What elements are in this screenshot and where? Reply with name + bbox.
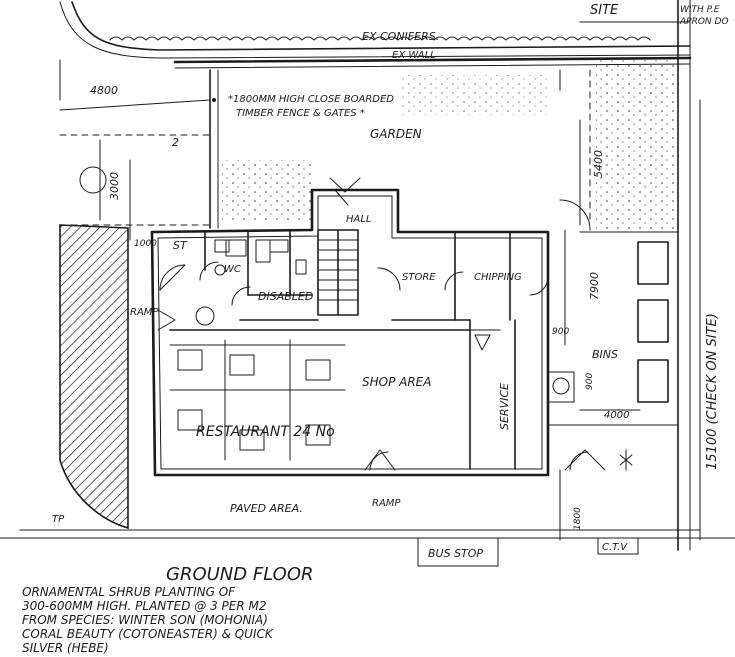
check-on-site-label: 15100 (CHECK ON SITE) <box>705 313 720 470</box>
ctv-marker <box>597 537 639 555</box>
hatched-boundary-wall <box>59 224 129 530</box>
stair-hall <box>317 177 361 316</box>
dimension-lines <box>99 99 701 541</box>
ex-conifers-label: EX CONIFERS. <box>362 30 439 43</box>
ex-wall-label: EX WALL <box>392 50 436 61</box>
bins-label: BINS <box>592 348 618 361</box>
planting-note-line2: 300-600MM HIGH. PLANTED @ 3 PER M2 <box>22 599 266 613</box>
shop-area-label: SHOP AREA <box>362 375 431 389</box>
garden-planting-area <box>222 160 312 220</box>
planting-note-line3: FROM SPECIES: WINTER SON (MOHONIA) <box>22 613 268 627</box>
restaurant-tables <box>169 339 346 461</box>
paved-area-label: PAVED AREA. <box>230 502 303 515</box>
site-boundary-lines <box>0 0 735 551</box>
with-pie-label: WITH P.E <box>680 5 720 15</box>
dim-900-b: 900 <box>585 373 595 390</box>
service-label: SERVICE <box>498 383 511 430</box>
dim-1000: 1000 <box>134 239 157 249</box>
wc-label: WC <box>224 264 241 275</box>
existing-hedge <box>59 1 691 59</box>
garden-planting-area-top <box>400 75 550 115</box>
st-label: ST <box>173 239 188 252</box>
bus-stop-marker <box>417 537 499 567</box>
store-label: STORE <box>402 272 436 283</box>
planting-note-line5: SILVER (HEBE) <box>22 641 109 655</box>
dim-3000: 3000 <box>108 172 121 200</box>
dim-5400: 5400 <box>592 150 605 178</box>
dim-7900: 7900 <box>588 272 601 300</box>
building-outline <box>150 188 550 477</box>
bin-enclosures <box>547 231 679 426</box>
chipping-label: CHIPPING <box>474 272 522 283</box>
tp-label: TP <box>52 514 65 525</box>
dim-900-a: 900 <box>552 327 569 337</box>
door-swings <box>157 199 606 471</box>
restaurant-label: RESTAURANT 24 No <box>196 424 335 440</box>
garden-planting-area-right <box>596 60 674 230</box>
internal-walls <box>169 231 516 470</box>
ramp-bottom-label: RAMP <box>372 498 401 509</box>
garden-label: GARDEN <box>370 127 422 141</box>
planting-note-line4: CORAL BEAUTY (COTONEASTER) & QUICK <box>22 627 274 641</box>
timber-fence <box>209 69 219 229</box>
fence-note-line2: TIMBER FENCE & GATES * <box>236 108 365 119</box>
site-label: SITE <box>590 3 619 18</box>
dim-1800: 1800 <box>573 507 583 530</box>
fence-note-line1: *1800MM HIGH CLOSE BOARDED <box>228 94 394 105</box>
bus-stop-label: BUS STOP <box>428 547 483 560</box>
dim-4000: 4000 <box>604 410 629 421</box>
disabled-label: DISABLED <box>258 290 313 303</box>
wheelchair-symbol <box>79 166 215 326</box>
dim-4800: 4800 <box>90 84 118 97</box>
ramp-left-label: RAMP <box>130 307 159 318</box>
apron-label: APRON DO <box>679 17 729 27</box>
wc-fixtures <box>214 239 307 276</box>
dim-2: 2 <box>172 136 179 149</box>
page-title: GROUND FLOOR <box>166 564 314 585</box>
tree-mark <box>619 449 633 471</box>
hall-label: HALL <box>346 214 372 225</box>
planting-note-line1: ORNAMENTAL SHRUB PLANTING OF <box>22 585 236 599</box>
ctv-label: C.T.V <box>602 542 628 553</box>
